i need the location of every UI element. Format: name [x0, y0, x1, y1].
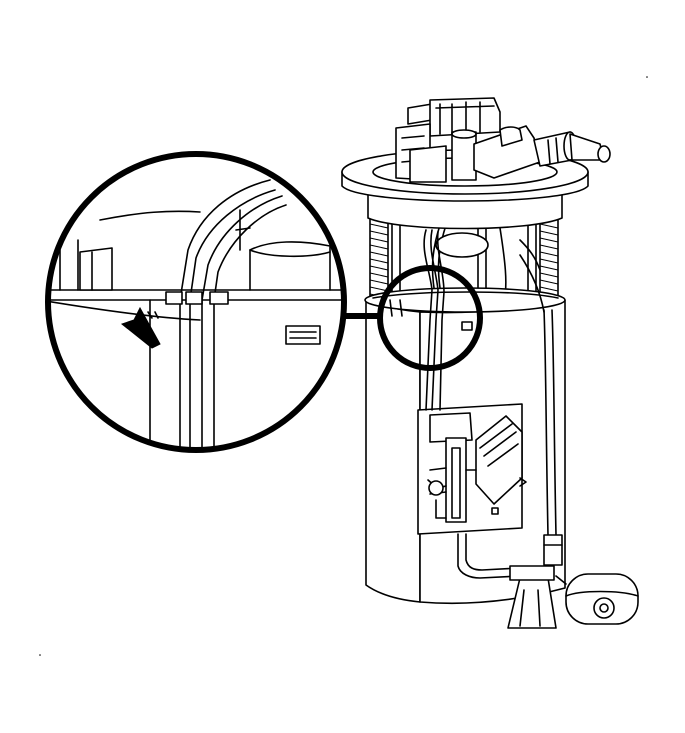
retaining-tab — [461, 321, 473, 331]
fuel-line-fitting — [451, 125, 611, 181]
electrical-connector — [395, 97, 501, 183]
retaining-tab-detail — [285, 325, 321, 345]
fuel-level-sender — [427, 412, 527, 523]
locator-arrow — [120, 306, 161, 349]
spring-left — [369, 217, 389, 301]
float — [555, 573, 639, 625]
fuel-pump-module — [341, 97, 639, 629]
spring-right — [539, 217, 559, 301]
detail-magnifier — [45, 151, 347, 453]
